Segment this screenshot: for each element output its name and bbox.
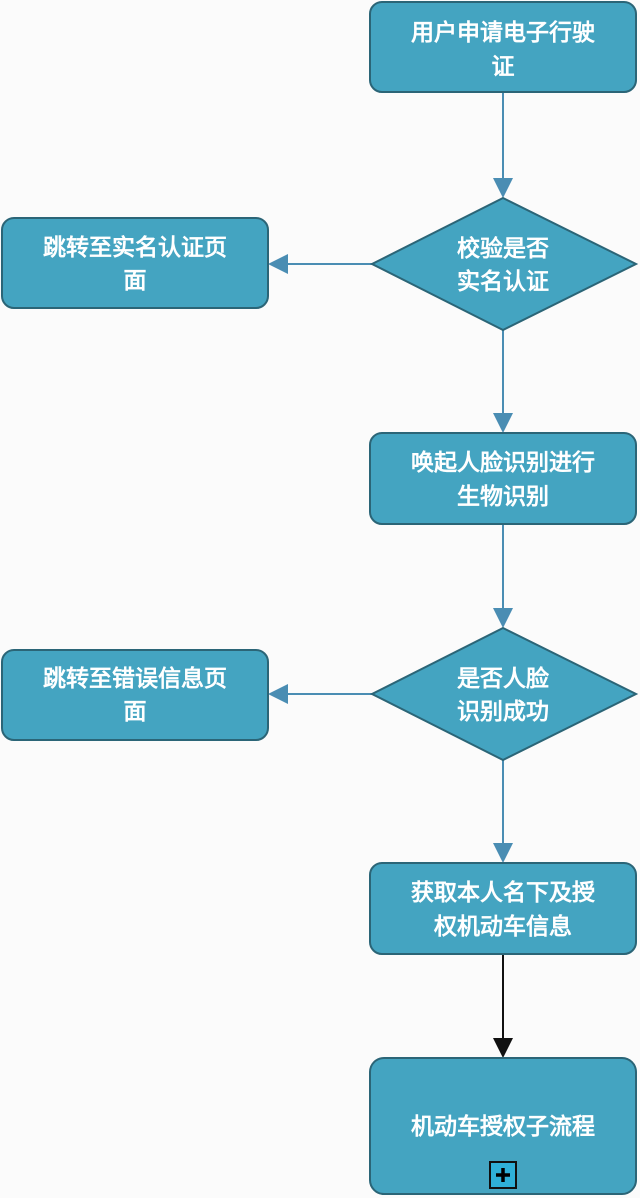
decision-check-realname-line2: 实名认证 (457, 268, 549, 295)
decision-face-success: 是否人脸 识别成功 (369, 626, 639, 762)
node-get-vehicle: 获取本人名下及授 权机动车信息 (369, 862, 637, 955)
node-apply-line1: 用户申请电子行驶 (411, 19, 595, 46)
node-goto-realname-line1: 跳转至实名认证页 (43, 234, 227, 261)
node-face-recognition-line1: 唤起人脸识别进行 (411, 449, 595, 476)
node-apply: 用户申请电子行驶 证 (369, 1, 637, 93)
node-get-vehicle-line1: 获取本人名下及授 (411, 879, 596, 906)
node-subprocess: 机动车授权子流程 (369, 1057, 637, 1195)
decision-face-success-line1: 是否人脸 (457, 665, 550, 692)
node-goto-error-line1: 跳转至错误信息页 (43, 665, 227, 692)
node-face-recognition: 唤起人脸识别进行 生物识别 (369, 432, 637, 525)
node-get-vehicle-line2: 权机动车信息 (433, 913, 572, 940)
node-face-recognition-line2: 生物识别 (457, 483, 549, 510)
node-goto-error-line2: 面 (124, 699, 147, 725)
decision-face-success-line2: 识别成功 (457, 699, 549, 725)
node-subprocess-label: 机动车授权子流程 (411, 1113, 595, 1140)
node-goto-error: 跳转至错误信息页 面 (1, 649, 269, 741)
node-goto-realname-line2: 面 (124, 268, 147, 294)
plus-icon (489, 1161, 517, 1189)
decision-check-realname-line1: 校验是否 (457, 235, 549, 262)
node-apply-line2: 证 (492, 54, 515, 80)
node-goto-realname: 跳转至实名认证页 面 (1, 217, 269, 309)
decision-check-realname: 校验是否 实名认证 (369, 196, 639, 332)
